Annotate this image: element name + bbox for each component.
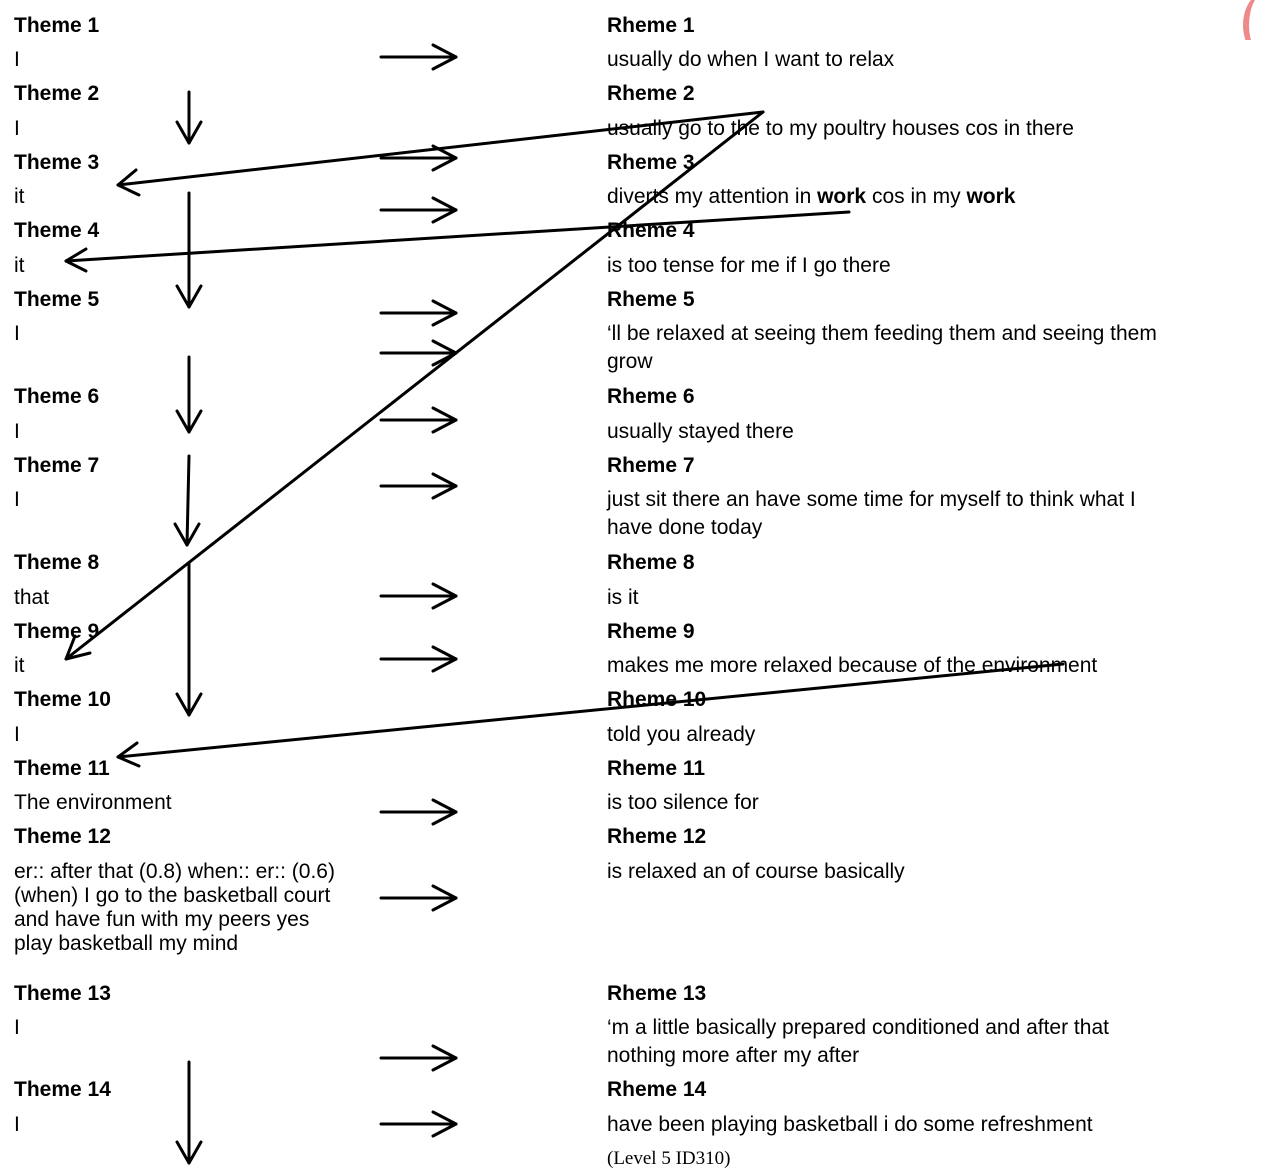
- rheme-text-6: usually stayed there: [607, 420, 794, 443]
- theme-text-8: that: [14, 586, 50, 609]
- theme-label-6: Theme 6: [14, 385, 100, 408]
- rheme-text-1: usually do when I want to relax: [607, 48, 895, 71]
- rheme-3-part-1: diverts my attention in: [607, 185, 818, 208]
- rheme-label-3: Rheme 3: [607, 151, 695, 174]
- diagonal-arrow-icon: [116, 662, 1065, 768]
- theme-label-8: Theme 8: [14, 551, 100, 574]
- theme-label-1: Theme 1: [14, 14, 100, 37]
- theme-text-9: it: [14, 654, 25, 677]
- theme-text-1: I: [14, 48, 20, 71]
- rheme-label-6: Rheme 6: [607, 385, 695, 408]
- rheme-label-5: Rheme 5: [607, 288, 695, 311]
- rheme-text-14: have been playing basketball i do some r…: [607, 1113, 1093, 1136]
- right-arrow-icon: [379, 43, 458, 71]
- theme-label-14: Theme 14: [14, 1078, 111, 1101]
- rheme-text-9: makes me more relaxed because of the env…: [607, 654, 1098, 677]
- rheme-3-part-2: work: [817, 185, 867, 208]
- right-arrow-icon: [379, 144, 458, 172]
- theme-text-12-line-1: er:: after that (0.8) when:: er:: (0.6): [14, 860, 335, 883]
- right-arrow-icon: [379, 884, 458, 912]
- right-arrow-icon: [379, 406, 458, 434]
- rheme-label-8: Rheme 8: [607, 551, 695, 574]
- right-arrow-icon: [379, 645, 458, 673]
- theme-label-9: Theme 9: [14, 620, 100, 643]
- rheme-text-3: diverts my attention in work cos in my w…: [607, 185, 1015, 209]
- rheme-text-13-line-1: ‘m a little basically prepared condition…: [607, 1016, 1109, 1039]
- right-arrow-icon: [379, 196, 458, 224]
- theme-text-6: I: [14, 420, 20, 443]
- theme-label-7: Theme 7: [14, 454, 100, 477]
- theme-label-11: Theme 11: [14, 757, 110, 780]
- right-arrow-icon: [379, 1044, 458, 1072]
- right-arrow-icon: [379, 1110, 458, 1138]
- down-arrow-icon: [175, 355, 203, 434]
- theme-text-12-line-4: play basketball my mind: [14, 932, 239, 955]
- decorative-red-mark: [1233, 0, 1273, 40]
- rheme-label-7: Rheme 7: [607, 454, 695, 477]
- down-arrow-icon: [175, 90, 203, 145]
- rheme-3-part-3: cos in my: [866, 185, 967, 208]
- theme-label-12: Theme 12: [14, 825, 111, 848]
- right-arrow-icon: [379, 339, 458, 367]
- rheme-text-5-line-2: grow: [607, 350, 653, 373]
- theme-text-7: I: [14, 488, 20, 511]
- rheme-label-12: Rheme 12: [607, 825, 707, 848]
- theme-label-5: Theme 5: [14, 288, 100, 311]
- rheme-text-11: is too silence for: [607, 791, 759, 814]
- right-arrow-icon: [379, 299, 458, 327]
- rheme-label-10: Rheme 10: [607, 688, 707, 711]
- rheme-text-13-line-2: nothing more after my after: [607, 1044, 860, 1067]
- rheme-text-7-line-2: have done today: [607, 516, 763, 539]
- theme-label-3: Theme 3: [14, 151, 100, 174]
- rheme-label-1: Rheme 1: [607, 14, 695, 37]
- theme-text-2: I: [14, 117, 20, 140]
- rheme-text-8: is it: [607, 586, 639, 609]
- rheme-text-12: is relaxed an of course basically: [607, 860, 905, 883]
- theme-text-13: I: [14, 1016, 20, 1039]
- theme-text-5: I: [14, 322, 20, 345]
- rheme-label-11: Rheme 11: [607, 757, 706, 780]
- down-arrow-icon: [175, 1060, 203, 1165]
- rheme-label-4: Rheme 4: [607, 219, 695, 242]
- theme-text-14: I: [14, 1113, 20, 1136]
- right-arrow-icon: [379, 798, 458, 826]
- rheme-text-2: usually go to the to my poultry houses c…: [607, 117, 1074, 140]
- theme-text-12-line-2: (when) I go to the basketball court: [14, 884, 331, 907]
- theme-text-4: it: [14, 254, 25, 277]
- theme-text-10: I: [14, 723, 20, 746]
- down-arrow-icon: [173, 454, 201, 547]
- rheme-label-9: Rheme 9: [607, 620, 695, 643]
- rheme-text-10: told you already: [607, 723, 756, 746]
- right-arrow-icon: [379, 582, 458, 610]
- right-arrow-icon: [379, 472, 458, 500]
- theme-label-2: Theme 2: [14, 82, 100, 105]
- theme-text-11: The environment: [14, 791, 172, 814]
- theme-text-3: it: [14, 185, 25, 208]
- rheme-text-4: is too tense for me if I go there: [607, 254, 891, 277]
- theme-text-12-line-3: and have fun with my peers yes: [14, 908, 310, 931]
- theme-label-13: Theme 13: [14, 982, 111, 1005]
- rheme-label-13: Rheme 13: [607, 982, 707, 1005]
- rheme-text-5-line-1: ‘ll be relaxed at seeing them feeding th…: [607, 322, 1157, 345]
- rheme-label-2: Rheme 2: [607, 82, 695, 105]
- rheme-text-7-line-1: just sit there an have some time for mys…: [607, 488, 1136, 511]
- citation: (Level 5 ID310): [607, 1148, 731, 1169]
- rheme-3-part-4: work: [966, 185, 1016, 208]
- theme-label-4: Theme 4: [14, 219, 100, 242]
- down-arrow-icon: [175, 191, 203, 309]
- rheme-label-14: Rheme 14: [607, 1078, 707, 1101]
- theme-label-10: Theme 10: [14, 688, 111, 711]
- down-arrow-icon: [175, 561, 203, 717]
